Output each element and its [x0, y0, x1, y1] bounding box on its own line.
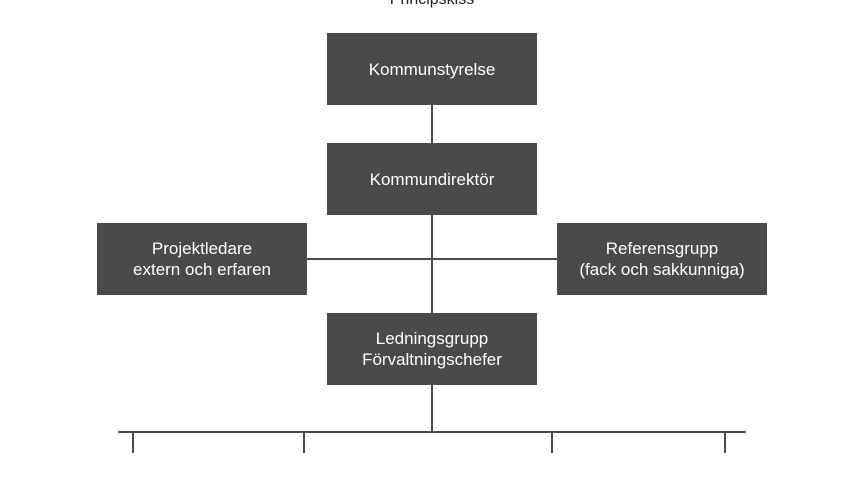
node-label: Referensgrupp [605, 239, 719, 258]
node-label: Kommundirektör [369, 169, 495, 189]
node-label: Kommunstyrelse [368, 59, 496, 79]
diagram-title: Principskiss [0, 0, 864, 9]
node-projektledare: Projektledare extern och erfaren [97, 223, 307, 295]
node-sublabel: Förvaltningschefer [362, 350, 502, 369]
node-sublabel: extern och erfaren [133, 260, 271, 279]
node-label: Projektledare [151, 239, 253, 258]
node-ledningsgrupp: Ledningsgrupp Förvaltningschefer [327, 313, 537, 385]
node-kommundirektor: Kommundirektör [327, 143, 537, 215]
node-referensgrupp: Referensgrupp (fack och sakkunniga) [557, 223, 767, 295]
node-kommunstyrelse: Kommunstyrelse [327, 33, 537, 105]
node-label: Ledningsgrupp [375, 329, 489, 348]
node-sublabel: (fack och sakkunniga) [579, 260, 745, 279]
